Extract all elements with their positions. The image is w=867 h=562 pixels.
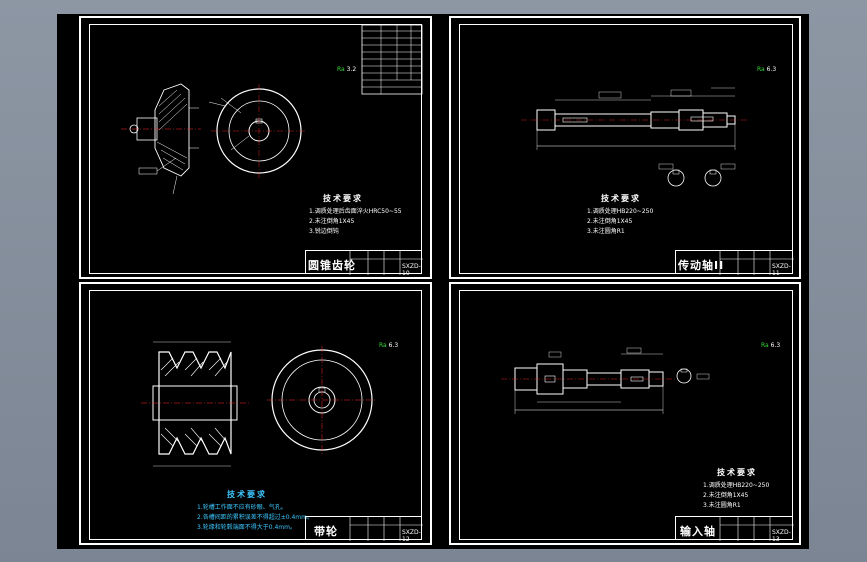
title-block: 传动轴II SXZD-11 [675, 250, 794, 277]
roughness-value: 6.3 [770, 342, 781, 349]
tech-title: 技术要求 [323, 194, 363, 203]
title-block-grid [349, 251, 423, 275]
title-block-grid [349, 517, 423, 541]
technical-requirements: 技术要求 1.轮槽工作面不应有砂眼、气孔。 2.各槽间距的累积误差不得超过±0.… [197, 490, 313, 533]
tech-note: 3.锐边倒钝 [309, 228, 339, 235]
tech-note: 2.各槽间距的累积误差不得超过±0.4mm。 [197, 514, 313, 521]
input-shaft-view [501, 347, 710, 414]
technical-requirements: 技术要求 1.调质处理HB220~250 2.未注倒角1X45 3.未注圆角R1 [587, 194, 653, 237]
roughness-label: Ra [761, 342, 769, 349]
title-block-grid [719, 251, 794, 275]
tech-note: 3.未注圆角R1 [587, 228, 625, 235]
part-name: 输入轴 [680, 525, 716, 538]
roughness-symbol: Ra 6.3 [757, 66, 776, 73]
title-block-grid [719, 517, 794, 541]
roughness-value: 6.3 [388, 342, 399, 349]
technical-requirements: 技术要求 1.调质处理后齿面淬火HRC50~55 2.未注倒角1X45 3.锐边… [309, 194, 402, 237]
pulley-section-view [141, 341, 249, 467]
tech-note: 2.未注倒角1X45 [703, 492, 749, 499]
tech-note: 1.调质处理后齿面淬火HRC50~55 [309, 208, 402, 215]
tech-title: 技术要求 [717, 468, 757, 477]
sheet-border [459, 290, 793, 540]
tech-note: 3.未注圆角R1 [703, 502, 741, 509]
pulley-front-view [267, 346, 377, 454]
sheet-border [459, 24, 793, 274]
title-block: 带轮 SXZD-12 [305, 516, 423, 543]
roughness-label: Ra [379, 342, 387, 349]
sheet-bottom-left[interactable]: Ra 6.3 技术要求 1.轮槽工作面不应有砂眼、气孔。 2.各槽间距的累积误差… [79, 282, 432, 545]
bevel-gear-front-view [208, 84, 307, 178]
tech-title: 技术要求 [601, 194, 641, 203]
sheet-border [89, 24, 422, 274]
roughness-value: 3.2 [346, 66, 357, 73]
part-name: 传动轴II [678, 259, 725, 272]
technical-requirements: 技术要求 1.调质处理HB220~250 2.未注倒角1X45 3.未注圆角R1 [703, 468, 769, 511]
tech-title: 技术要求 [227, 490, 267, 499]
tech-note: 2.未注倒角1X45 [587, 218, 633, 225]
transmission-shaft-view [521, 87, 747, 187]
drawing-canvas[interactable]: Ra 3.2 技术要求 1.调质处理后齿面淬火HRC50~55 2.未注倒角1X… [57, 14, 809, 549]
title-block: 输入轴 SXZD-13 [675, 516, 794, 543]
roughness-symbol: Ra 3.2 [337, 66, 356, 73]
tech-note: 1.调质处理HB220~250 [587, 208, 654, 215]
roughness-symbol: Ra 6.3 [379, 342, 398, 349]
bevel-gear-section-view [121, 83, 201, 195]
tech-note: 2.未注倒角1X45 [309, 218, 355, 225]
tech-note: 1.轮槽工作面不应有砂眼、气孔。 [197, 504, 287, 511]
drawing-code: SXZD-13 [772, 529, 791, 543]
sheet-top-right[interactable]: Ra 6.3 技术要求 1.调质处理HB220~250 2.未注倒角1X45 3… [449, 16, 801, 279]
roughness-label: Ra [337, 66, 345, 73]
roughness-value: 6.3 [766, 66, 777, 73]
drawing-code: SXZD-10 [402, 263, 421, 277]
tech-note: 1.调质处理HB220~250 [703, 482, 770, 489]
drawing-code: SXZD-11 [772, 263, 791, 277]
gear-parameter-table [361, 24, 423, 95]
sheet-bottom-right[interactable]: Ra 6.3 技术要求 1.调质处理HB220~250 2.未注倒角1X45 3… [449, 282, 801, 545]
sheet-border [89, 290, 422, 540]
part-name: 圆锥齿轮 [308, 259, 356, 272]
roughness-label: Ra [757, 66, 765, 73]
roughness-symbol: Ra 6.3 [761, 342, 780, 349]
part-name: 带轮 [314, 525, 338, 538]
tech-note: 3.轮缘和轮毂端面不得大于0.4mm。 [197, 524, 296, 531]
title-block: 圆锥齿轮 SXZD-10 [305, 250, 423, 277]
sheet-top-left[interactable]: Ra 3.2 技术要求 1.调质处理后齿面淬火HRC50~55 2.未注倒角1X… [79, 16, 432, 279]
drawing-code: SXZD-12 [402, 529, 421, 543]
